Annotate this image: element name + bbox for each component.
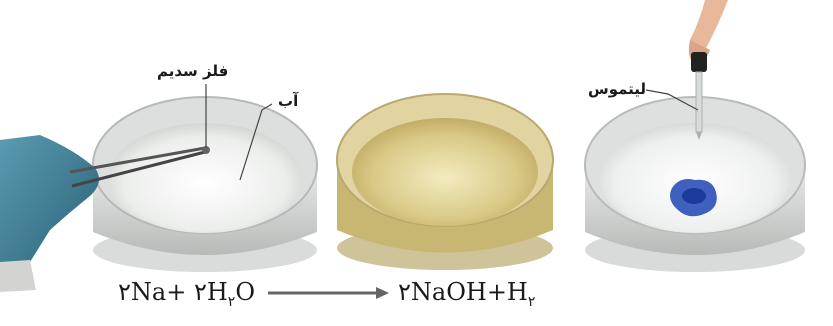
reactants-equation: ۲Na+ ۲H۲O (118, 278, 255, 310)
sodium-piece-icon (202, 146, 210, 154)
reaction-arrow (268, 287, 389, 299)
dish-solution (336, 93, 554, 270)
sodium-metal-label: فلز سدیم (157, 62, 229, 80)
litmus-label: لیتموس (588, 80, 647, 98)
h2o-h: H (206, 278, 228, 306)
h2o-coefficient: ۲ (193, 278, 207, 306)
water-label: آب (278, 92, 299, 110)
h2-h: H (506, 278, 528, 306)
litmus-leader-line (645, 89, 699, 111)
na-coefficient: ۲ (118, 278, 131, 306)
naoh-formula: NaOH (410, 278, 487, 306)
dropper-icon (688, 0, 728, 140)
dish-water (92, 96, 318, 272)
plus-sign: + (166, 278, 194, 306)
na-formula: Na (130, 278, 167, 306)
h2o-subscript: ۲ (227, 293, 236, 310)
naoh-coefficient: ۲ (398, 278, 411, 306)
h2-subscript: ۲ (527, 293, 536, 310)
products-equation: ۲NaOH+H۲ (398, 278, 535, 310)
plus-sign-products: + (486, 278, 507, 306)
glove-tweezers-icon (0, 135, 210, 292)
water-leader-line (239, 103, 273, 181)
h2o-o: O (235, 278, 255, 306)
dish-litmus (584, 96, 806, 272)
